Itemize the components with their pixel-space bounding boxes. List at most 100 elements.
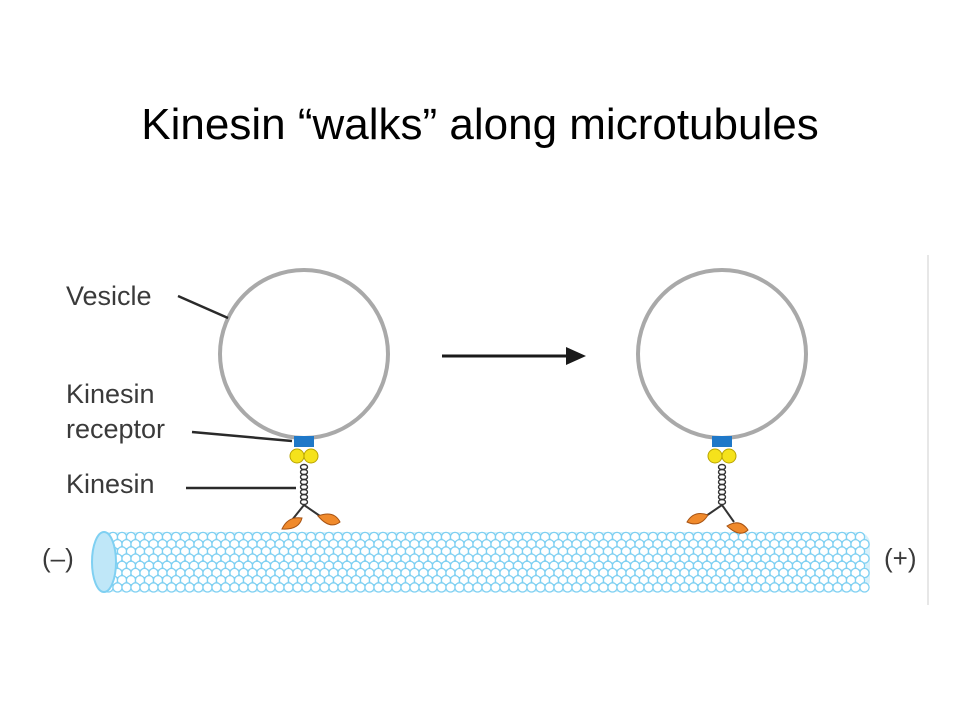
tubulin-subunit	[688, 582, 699, 593]
tubulin-subunit	[274, 582, 285, 593]
kinesin-light-chain-right	[721, 448, 737, 464]
tubulin-subunit	[742, 582, 753, 593]
coiled-coil-turn	[299, 483, 309, 491]
coiled-coil-turn	[717, 483, 727, 491]
kinesin-light-chain-left	[289, 448, 305, 464]
kinesin-foot-right	[686, 513, 709, 525]
tubulin-subunit	[805, 582, 816, 593]
tubulin-subunit	[382, 582, 393, 593]
tubulin-subunit	[112, 582, 123, 593]
tubulin-subunit	[166, 582, 177, 593]
tubulin-subunit	[472, 582, 483, 593]
kinesin-leg-left	[291, 504, 321, 521]
tubulin-subunit	[310, 582, 321, 593]
tubulin-subunit	[517, 582, 528, 593]
tubulin-subunit	[130, 582, 141, 593]
tubulin-subunit	[184, 582, 195, 593]
coiled-coil-turn	[717, 498, 727, 506]
label-kinesin: Kinesin	[66, 469, 155, 499]
label-plus-end: (+)	[884, 543, 917, 573]
kinesin-leg-right	[705, 504, 735, 523]
tubulin-subunit	[175, 582, 186, 593]
tubulin-subunit	[733, 582, 744, 593]
tubulin-subunit	[157, 582, 168, 593]
microtubule	[91, 531, 870, 593]
tubulin-subunit	[751, 582, 762, 593]
label-minus-end: (–)	[42, 543, 74, 573]
tubulin-subunit	[481, 582, 492, 593]
tubulin-subunit	[859, 582, 870, 593]
tubulin-subunit	[346, 582, 357, 593]
tubulin-subunit	[229, 582, 240, 593]
kinesin-light-chain-left	[303, 448, 319, 464]
coiled-coil-turn	[299, 473, 309, 481]
coiled-coil-turn	[299, 478, 309, 486]
tubulin-subunit	[850, 582, 861, 593]
tubulin-subunit	[139, 582, 150, 593]
tubulin-subunit	[364, 582, 375, 593]
tubulin-subunit	[598, 582, 609, 593]
tubulin-subunit	[580, 582, 591, 593]
tubulin-subunit	[670, 582, 681, 593]
tubulin-subunit	[787, 582, 798, 593]
coiled-coil-turn	[299, 488, 309, 496]
tubulin-subunit	[508, 582, 519, 593]
tubulin-subunit	[724, 582, 735, 593]
tubulin-subunit	[778, 582, 789, 593]
label-vesicle: Vesicle	[66, 281, 152, 311]
tubulin-subunit	[202, 582, 213, 593]
tubulin-subunit	[652, 582, 663, 593]
tubulin-subunit	[706, 582, 717, 593]
tubulin-subunit	[148, 582, 159, 593]
tubulin-subunit	[247, 582, 258, 593]
tubulin-subunit	[454, 582, 465, 593]
tubulin-subunit	[427, 582, 438, 593]
tubulin-subunit	[121, 582, 132, 593]
kinesin-foot-left	[281, 517, 303, 530]
tubulin-subunit	[238, 582, 249, 593]
kinesin-stalk-right	[717, 463, 727, 506]
leader-vesicle	[177, 294, 229, 320]
kinesin-left	[281, 436, 341, 530]
tubulin-subunit	[436, 582, 447, 593]
tubulin-subunit	[292, 582, 303, 593]
kinesin-receptor-right	[712, 436, 732, 447]
tubulin-subunit	[607, 582, 618, 593]
tubulin-subunit	[355, 582, 366, 593]
microtubule-minus-end-ring	[91, 531, 117, 593]
tubulin-subunit	[643, 582, 654, 593]
tubulin-subunit	[391, 582, 402, 593]
tubulin-subunit	[571, 582, 582, 593]
coiled-coil-turn	[717, 488, 727, 496]
tubulin-subunit	[463, 582, 474, 593]
tubulin-subunit	[823, 582, 834, 593]
tubulin-subunit	[409, 582, 420, 593]
tubulin-subunit	[589, 582, 600, 593]
tubulin-subunit	[400, 582, 411, 593]
coiled-coil-turn	[299, 468, 309, 476]
coiled-coil-turn	[299, 498, 309, 506]
tubulin-subunit	[337, 582, 348, 593]
kinesin-right	[686, 436, 749, 534]
tubulin-subunit	[715, 582, 726, 593]
tubulin-subunit	[319, 582, 330, 593]
vesicle-right	[636, 268, 808, 440]
tubulin-subunit	[634, 582, 645, 593]
label-kinesin-receptor-line1: Kinesin	[66, 379, 155, 409]
tubulin-subunit	[625, 582, 636, 593]
leader-kinesin-receptor	[191, 430, 293, 443]
tubulin-subunit	[760, 582, 771, 593]
kinesin-light-chain-right	[707, 448, 723, 464]
kinesin-foot-right	[726, 522, 749, 534]
coiled-coil-turn	[717, 473, 727, 481]
tubulin-subunit	[796, 582, 807, 593]
tubulin-subunit	[373, 582, 384, 593]
tubulin-subunit	[256, 582, 267, 593]
tubulin-subunit	[265, 582, 276, 593]
tubulin-subunit	[193, 582, 204, 593]
coiled-coil-turn	[717, 493, 727, 501]
coiled-coil-turn	[717, 468, 727, 476]
kinesin-foot-left	[317, 513, 341, 526]
tubulin-subunit	[535, 582, 546, 593]
